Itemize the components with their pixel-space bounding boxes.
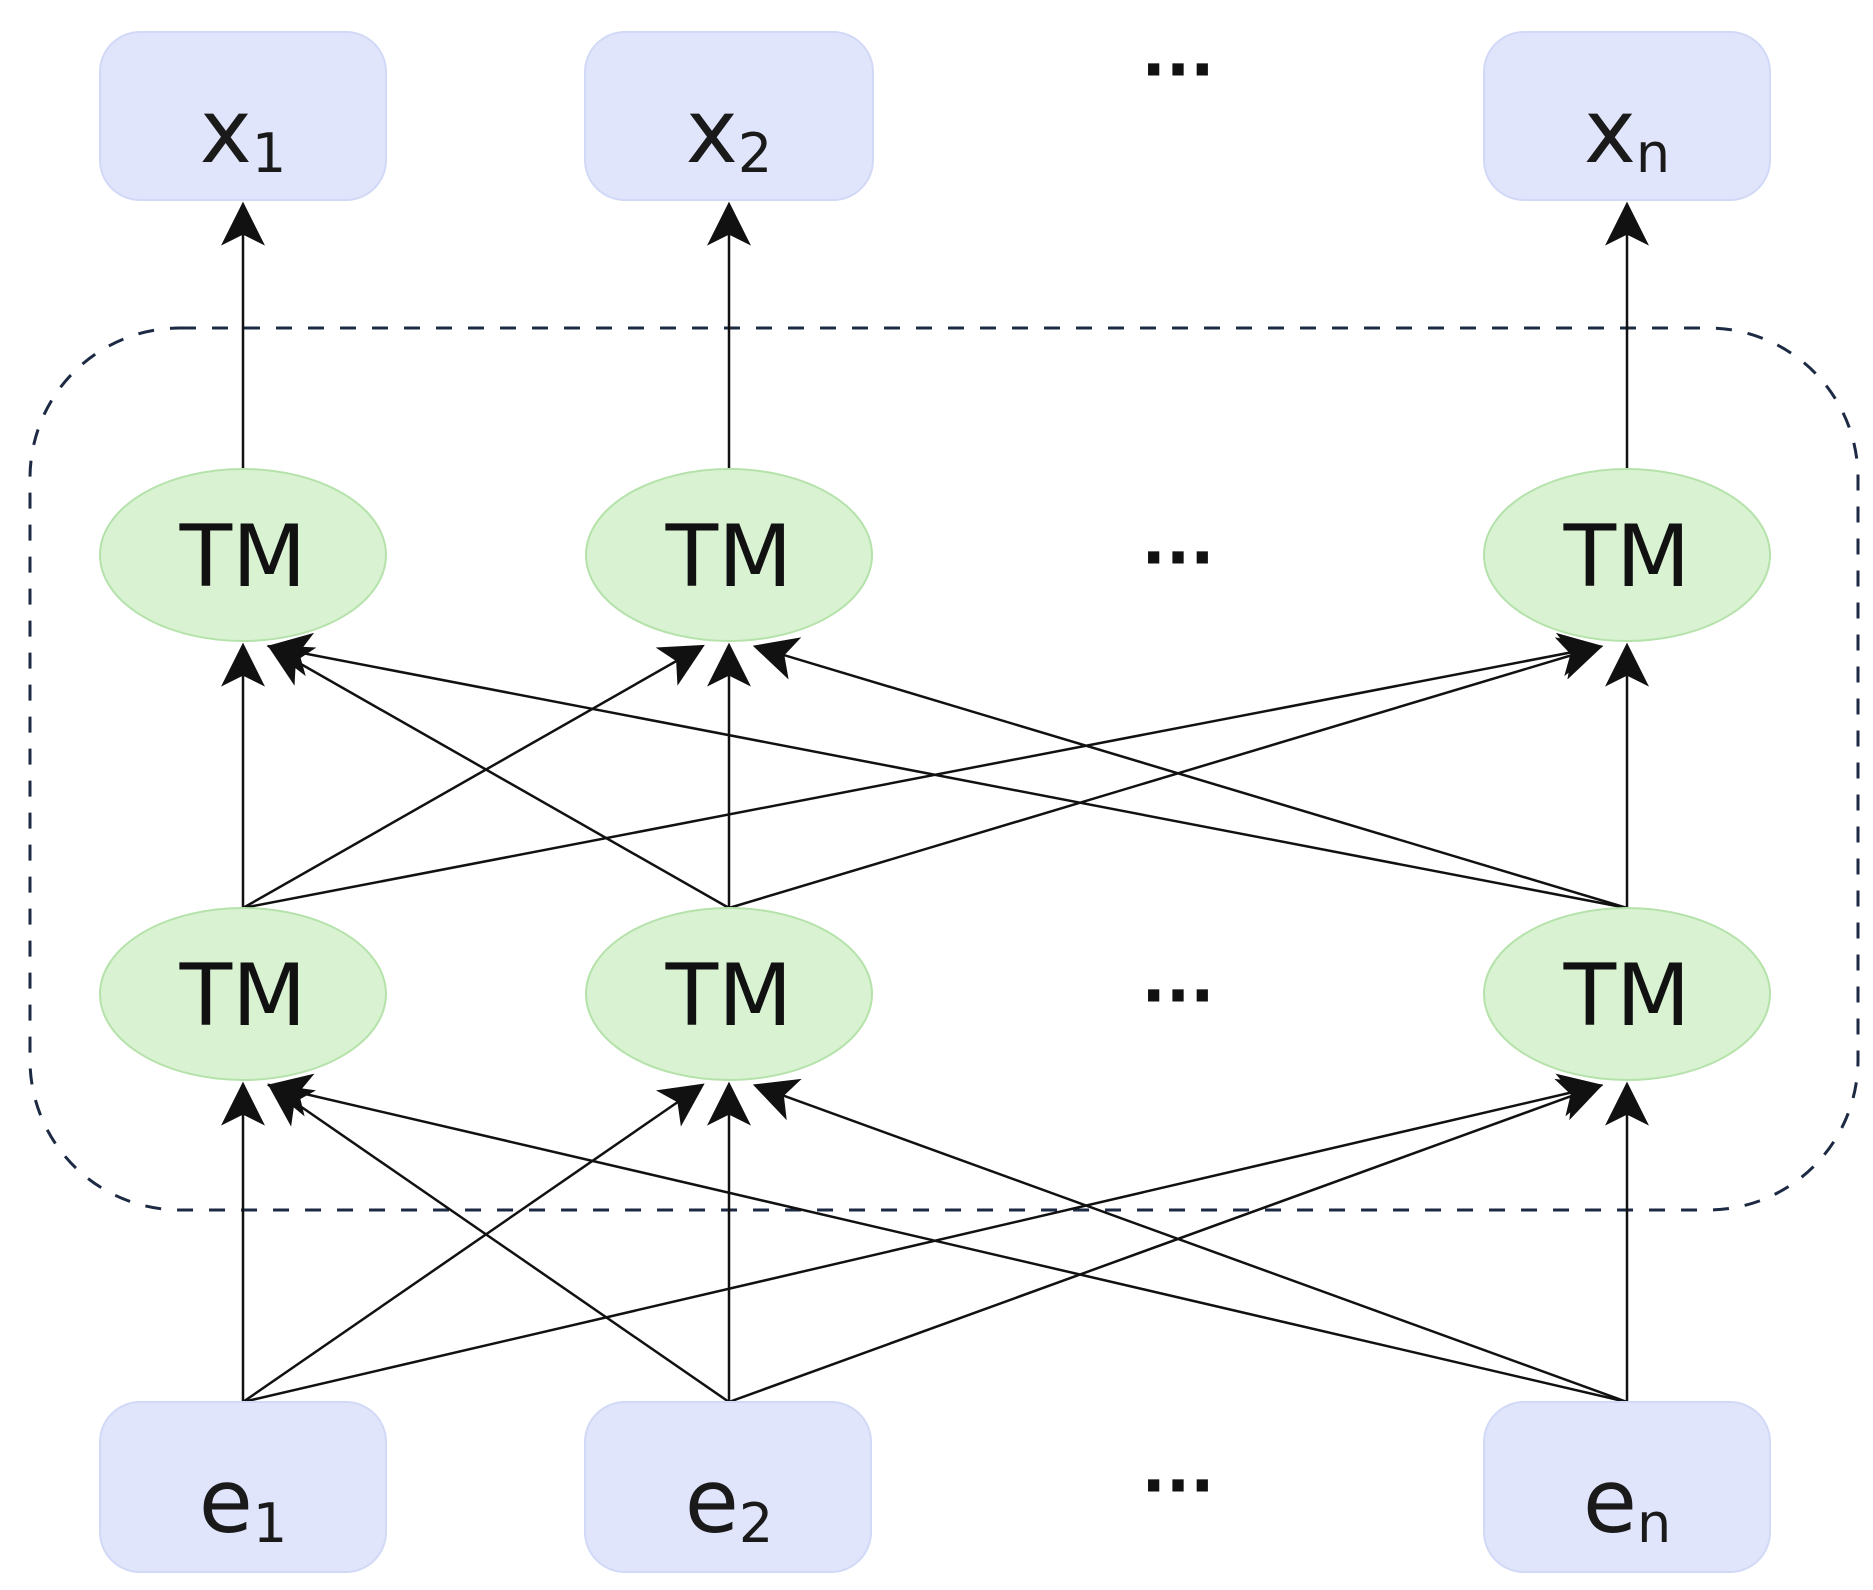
edge-input-to-lower-2-to-1 [267, 1083, 730, 1404]
output-box-n: xn [1483, 31, 1771, 201]
svg-text:e2: e2 [685, 1450, 774, 1555]
edge-lower-to-upper-1-to-2 [242, 644, 705, 910]
upper-tm-2: TM [585, 468, 873, 642]
ellipsis-upper-tm-row: ··· [1142, 522, 1215, 596]
lower-tm-2: TM [585, 907, 873, 1081]
output-2-base: x [686, 80, 738, 183]
input-1-sub: 1 [253, 1492, 287, 1555]
upper-tm-1: TM [99, 468, 387, 642]
output-box-1: x1 [99, 31, 387, 201]
edge-lower-to-upper-1-to-3 [242, 632, 1604, 910]
input-box-1: e1 [99, 1401, 387, 1573]
edges-group [221, 201, 1649, 1404]
input-n-base: e [1583, 1450, 1637, 1553]
upper-tm-n: TM [1483, 468, 1771, 642]
ellipsis-output-row: ··· [1142, 34, 1215, 108]
svg-text:xn: xn [1584, 80, 1670, 185]
output-2-sub: 2 [738, 122, 772, 185]
lower-tm-n: TM [1483, 907, 1771, 1081]
svg-text:e1: e1 [199, 1450, 288, 1555]
edge-input-to-lower-1-to-2 [242, 1083, 705, 1404]
input-box-2: e2 [584, 1401, 872, 1573]
upper-tm-n-label: TM [1563, 507, 1691, 607]
edge-lower-to-upper-2-to-3 [728, 637, 1604, 910]
upper-tm-1-label: TM [179, 507, 307, 607]
input-n-sub: n [1637, 1492, 1671, 1555]
edge-lower-to-upper-3-to-1 [266, 632, 1628, 910]
edge-lower-to-upper-3-to-2 [752, 637, 1628, 910]
svg-text:x2: x2 [686, 80, 772, 185]
edge-input-to-lower-3-to-1 [266, 1073, 1628, 1404]
svg-text:en: en [1583, 1450, 1671, 1555]
svg-text:x1: x1 [200, 80, 286, 185]
lower-tm-1-label: TM [179, 946, 307, 1046]
output-n-base: x [1584, 80, 1636, 183]
lower-tm-2-label: TM [665, 946, 793, 1046]
output-n-sub: n [1636, 122, 1670, 185]
ellipsis-lower-tm-row: ··· [1142, 960, 1215, 1034]
edge-input-to-lower-2-to-3 [728, 1078, 1604, 1404]
output-1-base: x [200, 80, 252, 183]
input-2-base: e [685, 1450, 739, 1553]
input-2-sub: 2 [739, 1492, 773, 1555]
transformer-block-border [28, 326, 1860, 1212]
edge-input-to-lower-3-to-2 [752, 1078, 1628, 1404]
input-1-base: e [199, 1450, 253, 1553]
lower-tm-n-label: TM [1563, 946, 1691, 1046]
output-1-sub: 1 [252, 122, 286, 185]
edge-lower-to-upper-2-to-1 [267, 644, 730, 910]
ellipsis-input-row: ··· [1142, 1450, 1215, 1524]
output-box-2: x2 [584, 31, 874, 201]
lower-tm-1: TM [99, 907, 387, 1081]
edge-input-to-lower-1-to-3 [242, 1073, 1604, 1404]
upper-tm-2-label: TM [665, 507, 793, 607]
input-box-n: en [1483, 1401, 1771, 1573]
